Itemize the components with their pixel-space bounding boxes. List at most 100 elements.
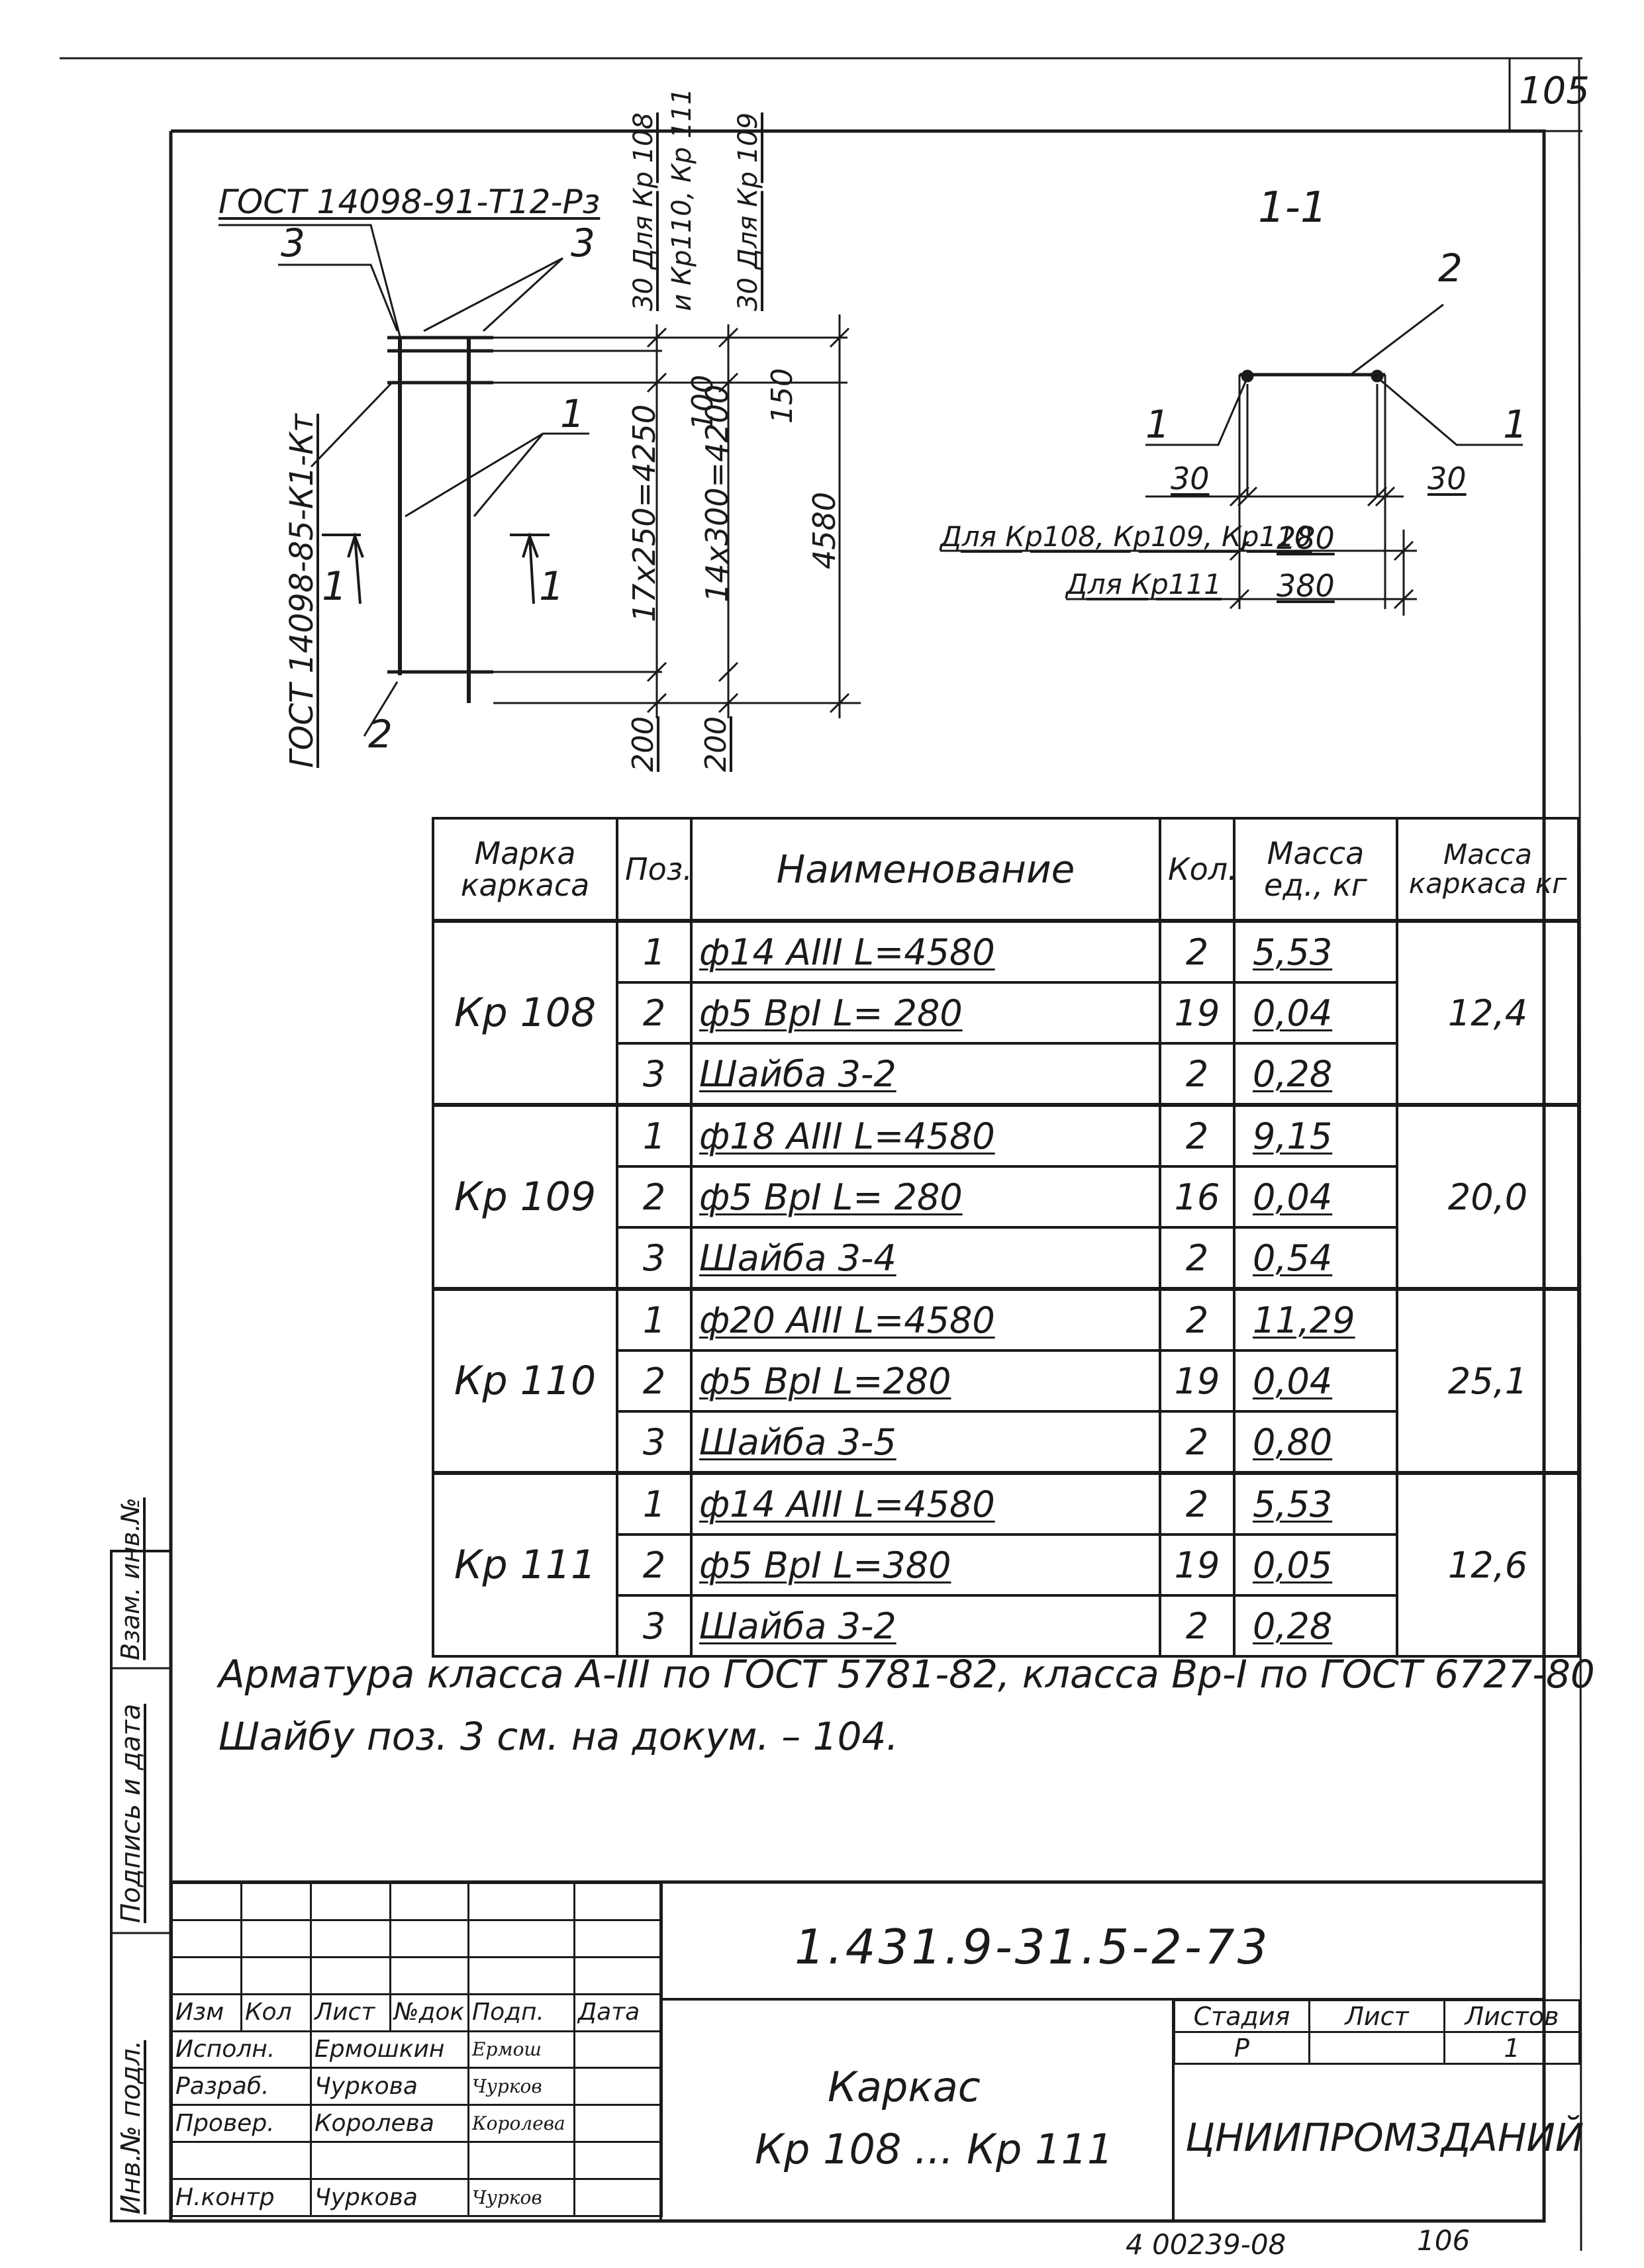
- cell-mass: 0,28: [1233, 1594, 1398, 1658]
- hdr-kol: Кол: [240, 1993, 312, 2032]
- stage-value-row: Р 1: [1173, 2031, 1580, 2065]
- cell-qty: 2: [1159, 1471, 1235, 1536]
- cell-qty: 2: [1159, 1410, 1235, 1474]
- sign-name: Королева: [310, 2104, 469, 2144]
- cell-mass: 0,54: [1233, 1226, 1398, 1290]
- cell-pos: 2: [616, 1533, 693, 1597]
- section-marker-right: 1: [539, 563, 565, 610]
- document-code: 1.431.9-31.5-2-73: [795, 1919, 1271, 1975]
- hdr-izm: Изм: [171, 1993, 242, 2032]
- cell-name: Шайба 3-4: [690, 1226, 1161, 1290]
- hdr-data: Дата: [573, 1993, 663, 2032]
- stamp-replace-inv: Взам. инв.№: [116, 1497, 145, 1660]
- organization-name: ЦНИИПРОМЗДАНИЙ: [1185, 2115, 1584, 2160]
- sign-role: Исполн.: [171, 2030, 312, 2069]
- leader-pos1-b: [473, 433, 544, 517]
- section-mark-left-arrow: [347, 532, 364, 604]
- cell-qty: 2: [1159, 1287, 1235, 1352]
- sign-name: Чуркова: [310, 2178, 469, 2217]
- sign-name: Ермошкин: [310, 2030, 469, 2069]
- frame-total-mass: 12,4: [1396, 919, 1580, 1106]
- hdr-sheet: Лист: [1308, 1999, 1445, 2033]
- cell-name: Шайба 3-5: [690, 1410, 1161, 1474]
- section-caption-kr111: Для Кр111: [1066, 568, 1222, 600]
- header-qty: Кол.: [1159, 817, 1235, 922]
- gost-weld-label: ГОСТ 14098-85-К1-Кт: [283, 413, 320, 768]
- note-washer-ref: Шайбу поз. 3 см. на докум. – 104.: [218, 1714, 898, 1759]
- cell-pos: 3: [616, 1410, 693, 1474]
- sign-signature: Ермош: [467, 2030, 575, 2069]
- frame-mark: Кр 111: [432, 1471, 618, 1658]
- table-row: 2 ф5 ВрI L=280 19 0,04: [433, 1349, 1578, 1413]
- section-dim-30-right: 30: [1427, 461, 1467, 496]
- cell-mass: 11,29: [1233, 1287, 1398, 1352]
- cell-name: ф14 АIII L=4580: [690, 919, 1161, 984]
- cell-pos: 1: [616, 1103, 693, 1168]
- cell-name: ф5 ВрI L=280: [690, 1349, 1161, 1413]
- main-frame: [169, 129, 1546, 2223]
- table-row: Кр 111 1 ф14 АIII L=4580 2 5,53 12,6: [432, 1471, 1580, 1658]
- dim-30-kr109: 30 Для Кр 109: [733, 112, 763, 311]
- stage-value: Р: [1173, 2031, 1310, 2065]
- cell-pos: 2: [616, 1349, 693, 1413]
- cell-qty: 2: [1159, 1042, 1235, 1106]
- cell-mass: 9,15: [1233, 1103, 1398, 1168]
- header-mark: Марка каркаса: [432, 817, 618, 922]
- pos1-label: 1: [560, 391, 585, 436]
- cell-mass: 0,04: [1233, 1165, 1398, 1229]
- section-leader-2: [1350, 303, 1444, 376]
- header-name: Наименование: [690, 817, 1161, 922]
- section-dim-280: 280: [1277, 520, 1335, 556]
- cell-pos: 1: [616, 919, 693, 984]
- cell-qty: 16: [1159, 1165, 1235, 1229]
- spec-header-row: Марка каркаса Поз. Наименование Кол. Мас…: [432, 817, 1580, 922]
- cell-pos: 3: [616, 1226, 693, 1290]
- table-row: Кр 110 1 ф20 АIII L=4580 2 11,29 25,1: [432, 1287, 1580, 1474]
- titleblock-stage: Стадия Лист Листов Р 1: [1173, 1999, 1580, 2065]
- dim-200-right: 200: [699, 716, 733, 772]
- dim-kr110-kr111: и Кр110, Кр 111: [667, 87, 697, 311]
- dim-30-kr108: 30 Для Кр 108: [628, 112, 659, 311]
- pos3-label-left: 3: [281, 220, 305, 265]
- hdr-list: Лист: [310, 1993, 391, 2032]
- sheet-number: 105: [1519, 70, 1590, 113]
- dim-4580: 4580: [806, 491, 842, 569]
- stamp-sign-date: Подпись и дата: [116, 1703, 146, 1923]
- frame-mark: Кр 110: [432, 1287, 618, 1474]
- sign-row: Н.контр Чуркова Чурков: [171, 2178, 663, 2217]
- section-pos1-left: 1: [1145, 402, 1170, 447]
- leader-gost-washer: [218, 224, 401, 337]
- leader-pos3-left: [278, 263, 399, 332]
- table-row: 3 Шайба 3-4 2 0,54: [433, 1226, 1578, 1290]
- section-dim-30-left: 30: [1171, 461, 1210, 496]
- cell-name: ф18 АIII L=4580: [690, 1103, 1161, 1168]
- sign-signature: Королева: [467, 2104, 575, 2144]
- sign-row: Провер. Королева Королева: [171, 2104, 663, 2144]
- sign-role: Провер.: [171, 2104, 312, 2144]
- table-row: 2 ф5 ВрI L= 280 16 0,04: [433, 1165, 1578, 1229]
- header-pos: Поз.: [616, 817, 693, 922]
- frame-mark: Кр 108: [432, 919, 618, 1106]
- cell-name: Шайба 3-2: [690, 1042, 1161, 1106]
- cell-name: ф20 АIII L=4580: [690, 1287, 1161, 1352]
- cell-qty: 19: [1159, 981, 1235, 1045]
- cell-pos: 3: [616, 1042, 693, 1106]
- section-leader-1-right: [1377, 376, 1523, 446]
- sign-name: [310, 2141, 469, 2180]
- table-row: Кр 108 1 ф14 АIII L=4580 2 5,53 12,4: [432, 919, 1580, 1106]
- gost-washer-label: ГОСТ 14098-91-Т12-Рз: [218, 183, 601, 221]
- sheet-value: [1308, 2031, 1445, 2065]
- cell-pos: 1: [616, 1471, 693, 1536]
- drawing-title-line1: Каркас: [828, 2063, 981, 2111]
- dim-17x250: 17х250=4250: [626, 404, 662, 622]
- section-pos1-right: 1: [1503, 402, 1527, 447]
- specification-table: Марка каркаса Поз. Наименование Кол. Мас…: [432, 817, 1580, 1658]
- sign-role: Н.контр: [171, 2178, 312, 2217]
- hdr-podp: Подп.: [467, 1993, 575, 2032]
- page-right-line: [1578, 58, 1582, 2251]
- sign-role: [171, 2141, 312, 2180]
- dim-150: 150: [765, 368, 799, 424]
- drawing-title-line2: Кр 108 ... Кр 111: [755, 2125, 1114, 2173]
- frame-total-mass: 12,6: [1396, 1471, 1580, 1658]
- section-caption-kr108-110: Для Кр108, Кр109, Кр110: [940, 520, 1312, 553]
